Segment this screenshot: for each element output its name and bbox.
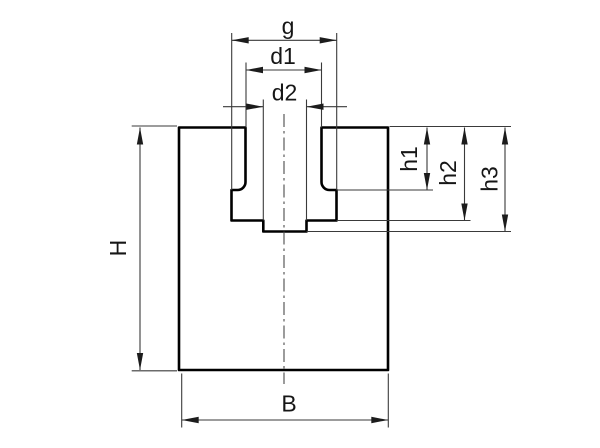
dim-d1-label: d1 xyxy=(270,43,296,69)
dim-h1-label: h1 xyxy=(396,146,422,172)
dim-B-arrow-left xyxy=(181,416,199,424)
dim-h1-arrow-bottom xyxy=(423,173,431,190)
dim-d1: d1 xyxy=(245,43,323,128)
dim-h2: h2 xyxy=(435,127,468,221)
dim-h2-arrow-top xyxy=(461,127,468,145)
dim-d2-arrow-right xyxy=(306,103,324,110)
dim-d2: d2 xyxy=(223,80,347,221)
dim-B-label: B xyxy=(281,391,296,417)
dim-g-label: g xyxy=(282,13,295,39)
dim-h3-arrow-bottom xyxy=(501,214,509,232)
dim-H-arrow-top xyxy=(136,127,144,145)
dim-H-arrow-bottom xyxy=(136,353,144,370)
dim-h3-arrow-top xyxy=(501,127,509,145)
dim-H-label: H xyxy=(105,240,131,257)
dim-g: g xyxy=(231,13,338,190)
dim-h1-arrow-top xyxy=(423,127,431,145)
dim-g-arrow-left xyxy=(231,37,249,44)
dim-g-arrow-right xyxy=(319,37,337,44)
dim-h2-label: h2 xyxy=(435,160,461,186)
dim-h2-arrow-bottom xyxy=(461,203,468,221)
dim-h3: h3 xyxy=(477,127,509,232)
dim-h1: h1 xyxy=(396,127,431,190)
dim-d1-arrow-right xyxy=(304,66,322,74)
dim-d2-arrow-left xyxy=(246,103,264,110)
dim-d1-arrow-left xyxy=(246,66,263,74)
dim-B-arrow-right xyxy=(371,416,389,424)
dim-B: B xyxy=(181,373,389,428)
dim-h3-label: h3 xyxy=(477,166,503,192)
dim-H: H xyxy=(105,125,177,372)
dim-d2-label: d2 xyxy=(272,80,298,106)
